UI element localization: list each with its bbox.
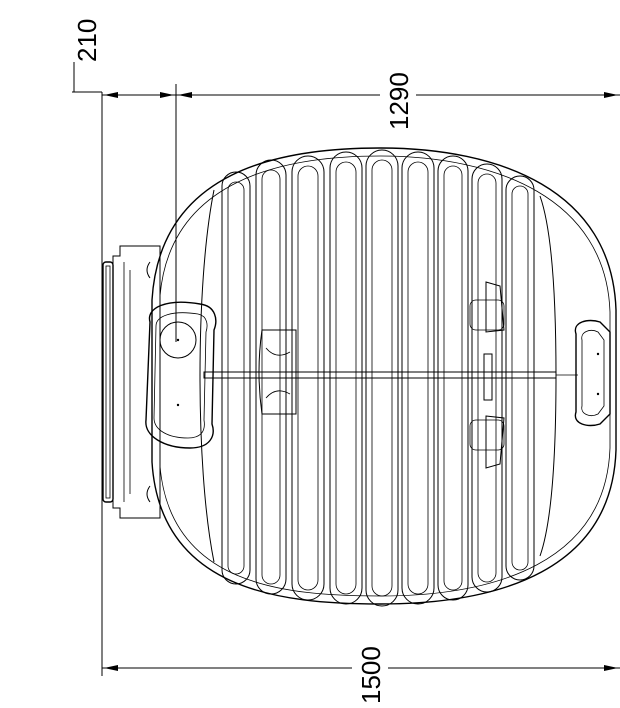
arrow-offset-right xyxy=(160,92,174,98)
end-cap-outline xyxy=(574,319,611,427)
dimension-length-label: 1500 xyxy=(356,646,386,704)
dimension-offset: 210 xyxy=(72,19,177,676)
dimension-offset-label: 210 xyxy=(72,19,102,62)
arrow-length-right xyxy=(604,665,618,671)
dimension-depth: 1290 xyxy=(176,55,620,133)
axle-bar xyxy=(203,371,557,379)
arrow-offset-left xyxy=(104,92,118,98)
right-end-cap xyxy=(574,319,611,427)
left-handle xyxy=(145,301,217,449)
arrow-depth-left xyxy=(178,92,192,98)
dimension-depth-label: 1290 xyxy=(384,72,414,130)
central-axle xyxy=(203,371,578,379)
arrow-depth-right xyxy=(604,92,618,98)
dimension-length: 1500 xyxy=(102,628,620,706)
handle-hole xyxy=(159,321,197,359)
axle-mounts xyxy=(258,281,505,469)
handle-outline xyxy=(145,301,217,449)
body-outline xyxy=(151,147,617,605)
body-shell xyxy=(151,147,617,605)
rib xyxy=(255,159,287,595)
flange-collar xyxy=(112,245,161,519)
base-flange xyxy=(102,245,161,519)
arrow-length-left xyxy=(104,665,118,671)
flange-plate xyxy=(102,261,114,503)
